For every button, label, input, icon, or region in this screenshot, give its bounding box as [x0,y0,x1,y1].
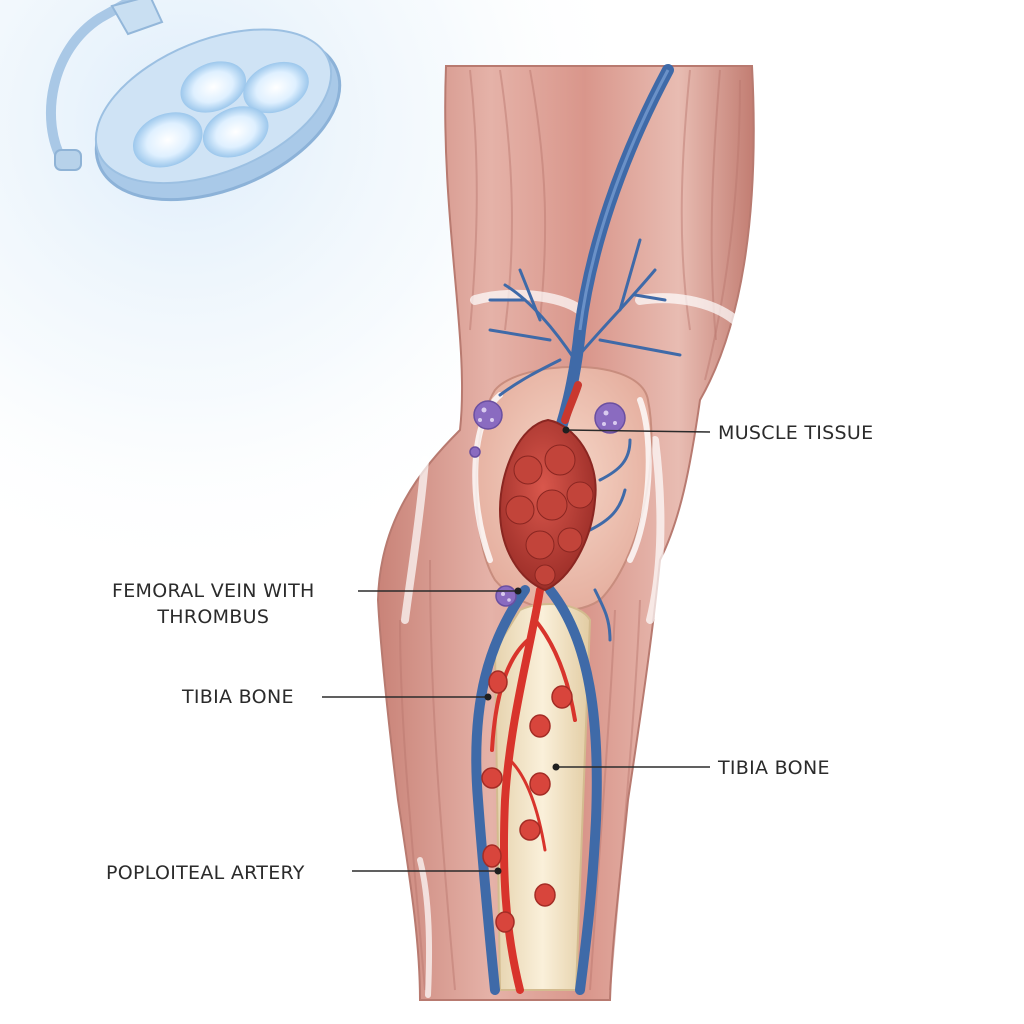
label-tibia-bone-left: TIBIA BONE [182,684,294,710]
surgical-lamp-icon [46,0,342,202]
label-muscle-tissue-text: MUSCLE TISSUE [718,422,874,444]
thrombus-clot [498,381,597,592]
label-muscle-tissue: MUSCLE TISSUE [718,420,873,446]
label-tibia-bone-right: TIBIA BONE [718,755,830,781]
label-popliteal-artery-text: POPLOITEAL ARTERY [106,862,305,884]
leader-dots [484,426,570,875]
label-femoral-vein: FEMORAL VEIN WITH THROMBUS [112,578,315,630]
label-popliteal-artery: POPLOITEAL ARTERY [106,860,305,886]
leader-lines [322,429,711,872]
lower-leg-veins [471,585,602,995]
vein-branches [488,238,682,642]
label-femoral-vein-line1: FEMORAL VEIN WITH [112,580,315,602]
label-tibia-bone-left-text: TIBIA BONE [182,686,294,708]
red-blood-cells [481,670,573,933]
label-femoral-vein-line2: THROMBUS [157,606,270,628]
label-tibia-bone-right-text: TIBIA BONE [718,757,830,779]
immune-cells [469,400,626,607]
